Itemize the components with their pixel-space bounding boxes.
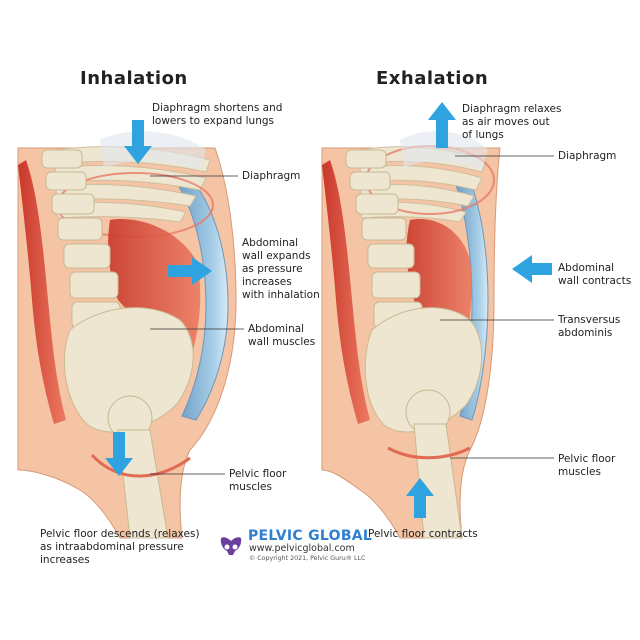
exhalation-diaphragm-label: Diaphragm xyxy=(558,150,616,163)
inhalation-pelvic-floor-note: Pelvic floor descends (relaxes) as intra… xyxy=(40,528,200,567)
exhalation-transversus-label: Transversus abdominis xyxy=(558,314,620,340)
inhalation-diaphragm-note: Diaphragm shortens and lowers to expand … xyxy=(152,102,282,128)
exhalation-title: Exhalation xyxy=(376,68,488,89)
exhalation-pelvic-floor-note: Pelvic floor contracts xyxy=(368,528,478,541)
brand-block: PELVIC GLOBAL www.pelvicglobal.com © Cop… xyxy=(218,528,368,568)
exhalation-pelvic-floor-label: Pelvic floor muscles xyxy=(558,453,615,479)
exhalation-figure xyxy=(322,131,500,538)
inhalation-title: Inhalation xyxy=(80,68,188,89)
inhalation-pelvic-floor-label: Pelvic floor muscles xyxy=(229,468,286,494)
exhalation-abdominal-wall-label: Abdominal wall contracts xyxy=(558,262,631,288)
pelvis-logo-icon xyxy=(218,532,244,558)
brand-name: PELVIC GLOBAL xyxy=(248,528,372,544)
brand-url[interactable]: www.pelvicglobal.com xyxy=(249,543,355,554)
inhalation-abdominal-muscles-label: Abdominal wall muscles xyxy=(248,323,315,349)
inhalation-abdominal-wall-label: Abdominal wall expands as pressure incre… xyxy=(242,237,320,302)
brand-copyright: © Copyright 2021, Pelvic Guru® LLC xyxy=(249,555,365,562)
arrow-icon xyxy=(512,255,552,283)
inhalation-diaphragm-label: Diaphragm xyxy=(242,170,300,183)
exhalation-diaphragm-note: Diaphragm relaxes as air moves out of lu… xyxy=(462,103,561,142)
inhalation-figure xyxy=(18,131,236,538)
